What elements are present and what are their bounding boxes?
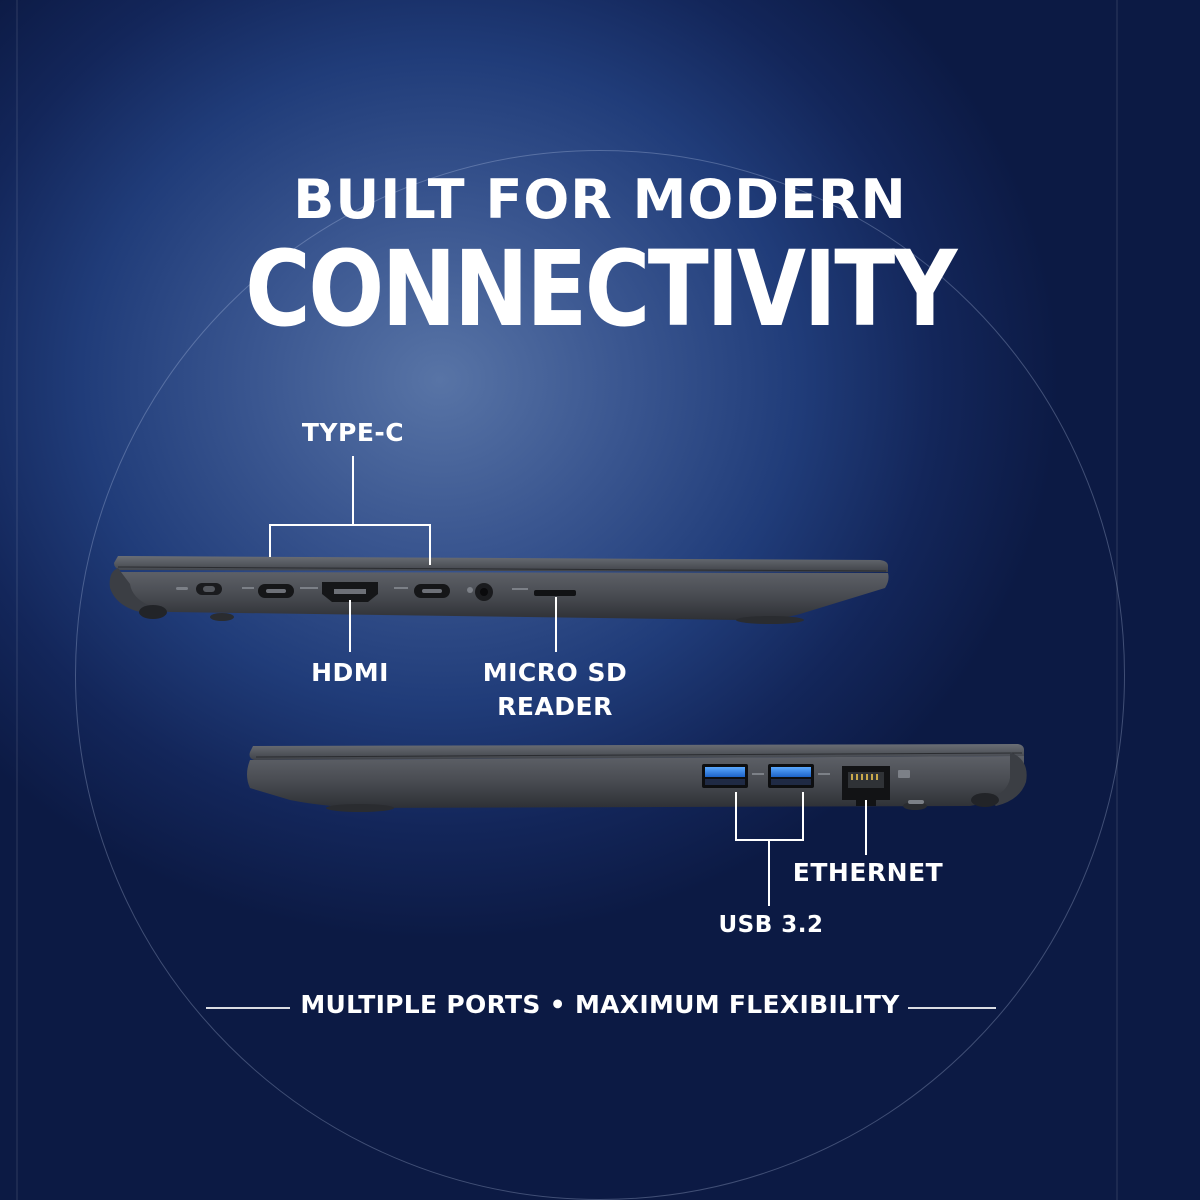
label-type-c: TYPE-C (301, 418, 405, 447)
hdmi-port-icon (322, 582, 378, 602)
footer-tagline: MULTIPLE PORTS • MAXIMUM FLEXIBILITY (300, 990, 900, 1019)
audio-jack-icon (475, 583, 493, 601)
usb-a-port-icon (768, 764, 814, 788)
decorative-stripe (16, 0, 18, 1200)
footer-rule-right (908, 1007, 996, 1009)
label-hdmi: HDMI (311, 658, 389, 687)
leader-lines-top (269, 456, 557, 652)
headline-top: BUILT FOR MODERN (293, 168, 907, 231)
headline-main: CONNECTIVITY (245, 228, 957, 350)
label-micro-sd-reader: MICRO SD READER (482, 658, 628, 721)
laptop-left-side (109, 556, 889, 624)
laptop-right-side (247, 744, 1027, 812)
micro-sd-slot-icon (534, 590, 576, 596)
leader-lines-bottom (735, 792, 867, 906)
usb-c-port-icon (258, 584, 294, 598)
usb-c-port-icon (414, 584, 450, 598)
kensington-lock-icon (196, 583, 222, 595)
footer-rule-left (206, 1007, 290, 1009)
label-usb: USB 3.2 (718, 912, 824, 938)
usb-a-port-icon (702, 764, 748, 788)
label-ethernet: ETHERNET (792, 858, 944, 887)
ethernet-port-icon (842, 766, 890, 806)
